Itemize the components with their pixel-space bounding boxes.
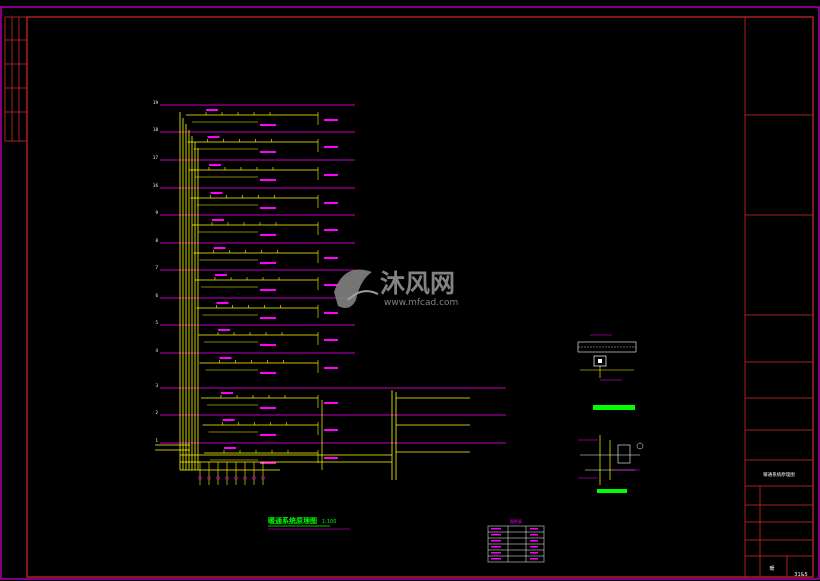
pipe-size-label [260,179,276,181]
pipe-size-label [324,312,338,314]
floor-label: 17 [153,155,159,160]
legend-entry [491,558,501,560]
pipe-size-label [324,257,338,259]
pipe-size-label [260,289,276,291]
floor-label: 7 [155,265,158,270]
branch-pipes [186,109,338,464]
pipe-size-label [324,174,338,176]
legend-entry [491,540,501,542]
watermark-brand: 沐风网 [380,269,455,298]
pipe-size-label [324,429,338,431]
legend-entry [530,546,538,548]
drawing-title: 暖通系统原理图 [268,516,317,525]
floor-label: 4 [155,348,158,353]
pipe-size-label [324,119,338,121]
legend-entry [491,534,501,536]
pipe-size-label [207,136,220,138]
legend-table-title: 图例表 [510,518,522,524]
pipe-size-label [260,462,276,464]
riser-pipes [179,112,323,470]
floor-label: 5 [155,320,158,325]
detail-connection [578,435,644,493]
legend-entry [491,546,501,548]
valve-icon [243,476,247,480]
pipe-size-label [260,344,276,346]
watermark-url: www.mfcad.com [384,298,458,308]
valve-icon [216,476,220,480]
pipe-size-label [260,407,276,409]
binding-strip [4,16,28,142]
pipe-size-label [215,274,227,276]
pipe-size-label [324,457,338,459]
pipe-size-label [219,357,232,359]
floor-label: 1 [155,438,158,443]
pipe-size-label [222,419,235,421]
pipe-size-label [209,164,221,166]
pipe-size-label [260,434,276,436]
pipe-size-label [224,447,236,449]
floor-label: 19 [153,100,159,105]
drawing-scale: 1:100 [322,519,336,525]
pipe-size-label [324,229,338,231]
legend-entry [491,552,501,554]
watermark: 沐风网 www.mfcad.com [334,269,458,308]
pipe-size-label [260,151,276,153]
pipe-size-label [260,234,276,236]
legend-table: 图例表 [487,518,545,563]
floor-label: 8 [155,238,158,243]
pipe-size-label [210,192,223,194]
pipe-size-label [206,109,218,111]
floor-label: 9 [155,210,158,215]
pipe-size-label [260,317,276,319]
title-block-project-label: 暖通系统原理图 [763,471,795,478]
legend-entry [530,558,538,560]
pipe-size-label [324,367,338,369]
floor-label: 16 [153,183,159,188]
floor-label: 2 [155,410,158,415]
pipe-size-label [221,392,233,394]
floor-label: 18 [153,127,159,132]
valve-icon [225,476,229,480]
title-block-sheet-number: 31&5 [794,572,807,578]
valve-icon [234,476,238,480]
legend-entry [491,528,501,530]
pipe-size-label [324,339,338,341]
pipe-size-label [213,247,226,249]
valve-icon [261,476,265,480]
valve-icon [207,476,211,480]
pipe-size-label [324,146,338,148]
manifold-valves [198,462,265,485]
detail-pipe-section [577,334,637,381]
detail-caption-bar [593,405,635,410]
floor-lines: 19 18 17 16 9 8 7 6 5 4 3 2 1 [153,100,506,444]
pipe-size-label [260,207,276,209]
floor-label: 6 [155,293,158,298]
floor-label: 3 [155,383,158,388]
pipe-size-label [260,372,276,374]
pipe-size-label [216,302,229,304]
title-block-sheet-label: 暖 [769,565,774,572]
legend-entry [530,540,538,542]
valve-icon [198,476,202,480]
legend-entry [530,534,538,536]
pipe-size-label [260,124,276,126]
pipe-size-label [260,262,276,264]
mfcad-logo-icon [334,269,379,308]
sheet-outer-border [0,6,820,580]
base-manifold [155,444,392,471]
legend-entry [530,528,538,530]
legend-entry [530,552,538,554]
title-block [744,17,813,577]
drawing-frame [26,16,814,578]
right-wing-branches [391,390,470,480]
valve-icon [252,476,256,480]
pipe-size-label [324,284,338,286]
pipe-size-label [324,402,338,404]
pipe-size-label [324,202,338,204]
pipe-size-label [212,219,224,221]
pipe-size-label [218,329,230,331]
